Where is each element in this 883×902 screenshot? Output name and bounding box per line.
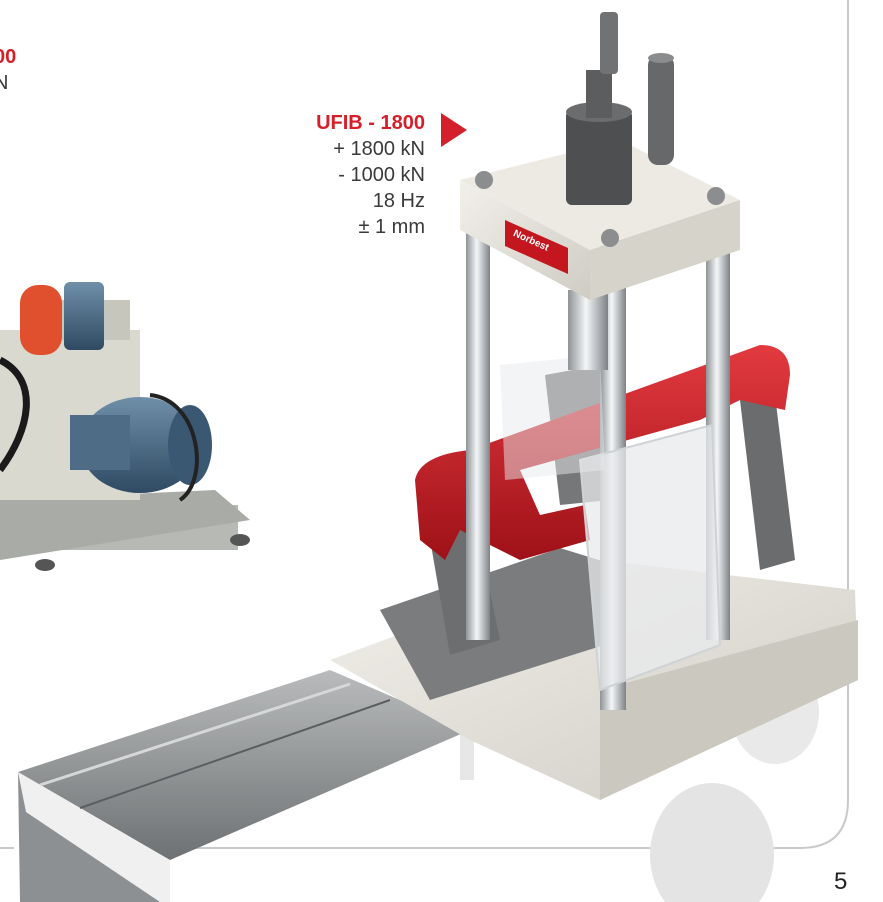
frame-border	[170, 0, 849, 849]
spec-line-frequency: 18 Hz	[372, 190, 425, 212]
spec-line-amplitude: ± 1 mm	[358, 216, 425, 238]
pointer-arrow-icon	[441, 113, 467, 147]
hydraulic-unit-image	[0, 282, 250, 571]
ufib-model-title: UFIB - 1800	[316, 112, 425, 134]
spec-line-compression: + 1800 kN	[333, 138, 425, 160]
left-spec-block: 00 N	[0, 44, 16, 96]
left-spec-line: N	[0, 72, 9, 94]
ufib-spec-block: UFIB - 1800 + 1800 kN - 1000 kN 18 Hz ± …	[316, 110, 425, 240]
left-spec-title: 00	[0, 46, 17, 68]
decor-blob	[650, 783, 774, 902]
page-number: 5	[834, 868, 848, 895]
spec-line-tension: - 1000 kN	[338, 164, 425, 186]
ufib-machine-image: Norbest	[18, 12, 858, 902]
